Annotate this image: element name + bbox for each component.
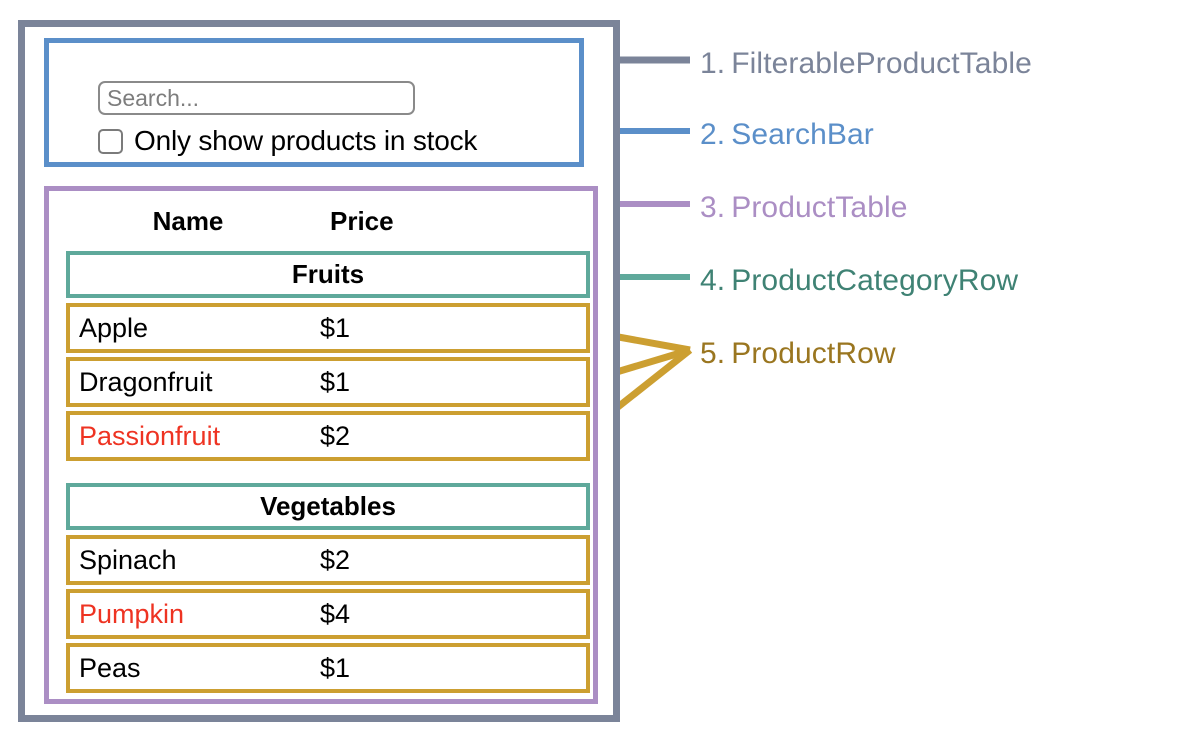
product-row: Passionfruit $2 xyxy=(66,411,590,461)
product-name: Pumpkin xyxy=(79,598,185,629)
product-price: $2 xyxy=(320,420,351,451)
product-category-row: Vegetables xyxy=(66,483,590,530)
product-price: $4 xyxy=(320,598,351,629)
legend-number: 3. xyxy=(700,191,726,224)
checkbox-icon[interactable] xyxy=(98,128,123,154)
legend-label: ProductRow xyxy=(731,337,896,370)
product-row: Peas $1 xyxy=(66,643,590,693)
legend-number: 1. xyxy=(700,47,726,80)
in-stock-filter[interactable]: Only show products in stock xyxy=(98,125,477,157)
product-category-label: Fruits xyxy=(291,259,365,289)
product-row: Pumpkin $4 xyxy=(66,589,590,639)
product-name: Spinach xyxy=(79,544,177,575)
product-row: Dragonfruit $1 xyxy=(66,357,590,407)
legend-item-product-category-row: 4.ProductCategoryRow xyxy=(700,264,1018,298)
product-category-row: Fruits xyxy=(66,251,590,298)
group-spacer xyxy=(66,465,590,483)
table-header-row: Name Price xyxy=(54,196,590,246)
product-table-box: Name Price Fruits Apple $1 Dragonfruit $… xyxy=(44,186,598,704)
product-name: Apple xyxy=(79,312,149,343)
legend-label: ProductCategoryRow xyxy=(731,264,1019,297)
legend-item-search-bar: 2.SearchBar xyxy=(700,118,874,152)
product-name: Passionfruit xyxy=(79,420,221,451)
column-header-price: Price xyxy=(330,205,394,236)
product-price: $1 xyxy=(320,366,351,397)
legend-label: SearchBar xyxy=(731,118,874,151)
legend-label: ProductTable xyxy=(731,191,908,224)
product-row: Spinach $2 xyxy=(66,535,590,585)
column-header-name: Name xyxy=(152,205,224,236)
legend-item-product-table: 3.ProductTable xyxy=(700,191,908,225)
product-price: $2 xyxy=(320,544,351,575)
product-name: Dragonfruit xyxy=(79,366,213,397)
product-price: $1 xyxy=(320,652,351,683)
product-row: Apple $1 xyxy=(66,303,590,353)
product-category-label: Vegetables xyxy=(260,491,396,521)
legend-number: 4. xyxy=(700,264,726,297)
legend-label: FilterableProductTable xyxy=(731,47,1032,80)
search-input[interactable] xyxy=(98,81,415,115)
product-price: $1 xyxy=(320,312,351,343)
legend-number: 5. xyxy=(700,337,726,370)
legend-item-product-row: 5.ProductRow xyxy=(700,337,896,371)
legend-number: 2. xyxy=(700,118,726,151)
legend-item-filterable-product-table: 1.FilterableProductTable xyxy=(700,47,1032,81)
in-stock-filter-label: Only show products in stock xyxy=(134,125,478,156)
search-bar-box: Only show products in stock xyxy=(44,38,584,167)
product-name: Peas xyxy=(79,652,141,683)
product-rows-container: Fruits Apple $1 Dragonfruit $1 Passionfr… xyxy=(66,251,590,697)
